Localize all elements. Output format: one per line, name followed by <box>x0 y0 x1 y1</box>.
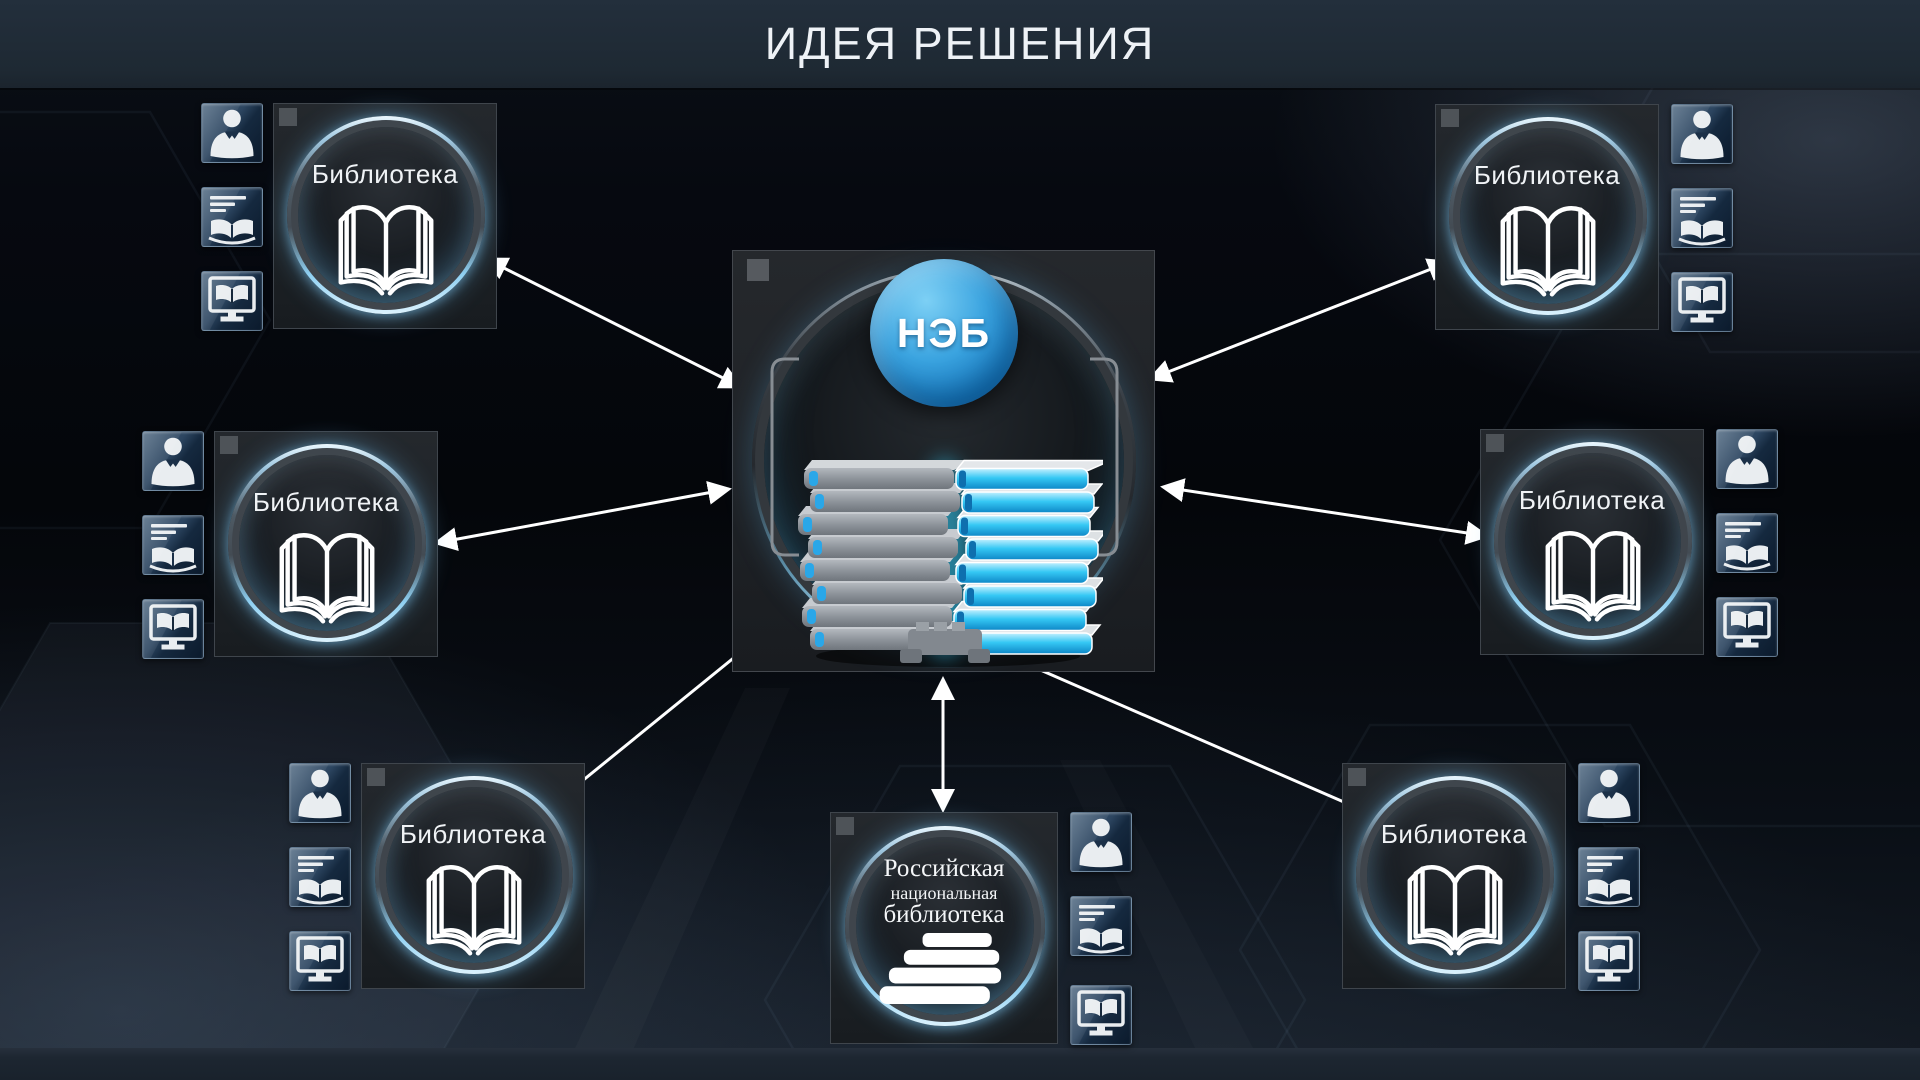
library-ring <box>1494 442 1692 640</box>
neb-sphere-label: НЭБ <box>896 309 992 356</box>
national-library-panel: Российская национальная библиотека <box>830 812 1058 1044</box>
librarian-person-icon <box>1671 104 1733 164</box>
open-book-icon <box>327 190 445 310</box>
corner-chip <box>367 768 385 786</box>
icon-column <box>1070 812 1132 1045</box>
catalog-records-icon <box>1671 188 1733 248</box>
catalog-records-icon <box>142 515 204 575</box>
librarian-person-icon <box>289 763 351 823</box>
library-label: Библиотека <box>1473 160 1621 190</box>
title-bar: ИДЕЯ РЕШЕНИЯ <box>0 0 1920 88</box>
corner-chip <box>1441 109 1459 127</box>
catalog-records-icon <box>1070 896 1132 956</box>
national-library-label-line2: национальная <box>890 883 998 903</box>
corner-chip <box>1486 434 1504 452</box>
librarian-person-icon <box>201 103 263 163</box>
corner-chip <box>836 817 854 835</box>
library-node-bottom-left: Библиотека <box>289 763 585 991</box>
national-library-label-line3: библиотека <box>883 901 1005 928</box>
catalog-records-icon <box>289 847 351 907</box>
library-panel: Библиотека <box>1435 104 1659 330</box>
librarian-person-icon <box>1716 429 1778 489</box>
open-book-icon <box>1489 191 1607 311</box>
librarian-person-icon <box>1070 812 1132 872</box>
library-label: Библиотека <box>399 819 547 849</box>
library-label: Библиотека <box>311 159 459 189</box>
library-label: Библиотека <box>1380 819 1528 849</box>
books-stack-illustration <box>788 433 1103 668</box>
library-node-bottom-right: Библиотека <box>1342 763 1640 991</box>
open-book-icon <box>1396 850 1514 970</box>
library-panel: Библиотека <box>1342 763 1566 989</box>
ereader-monitor-icon <box>1671 272 1733 332</box>
library-ring <box>375 776 573 974</box>
page-title: ИДЕЯ РЕШЕНИЯ <box>764 18 1156 69</box>
book-stack-icon <box>877 933 1013 1019</box>
catalog-records-icon <box>201 187 263 247</box>
catalog-records-icon <box>1578 847 1640 907</box>
neb-hub-node: НЭБ <box>732 250 1155 672</box>
icon-column <box>289 763 351 991</box>
icon-column <box>1716 429 1778 657</box>
library-panel: Библиотека <box>361 763 585 989</box>
icon-column <box>1671 104 1733 332</box>
icon-column <box>201 103 263 331</box>
icon-column <box>142 431 204 659</box>
ereader-monitor-icon <box>1070 985 1132 1045</box>
library-panel: Библиотека <box>214 431 438 657</box>
bottom-bar <box>0 1048 1920 1080</box>
open-book-icon <box>268 518 386 638</box>
open-book-icon <box>1534 516 1652 636</box>
corner-chip <box>747 259 769 281</box>
library-label: Библиотека <box>1518 485 1666 515</box>
ereader-monitor-icon <box>289 931 351 991</box>
ereader-monitor-icon <box>1716 597 1778 657</box>
icon-column <box>1578 763 1640 991</box>
ereader-monitor-icon <box>201 271 263 331</box>
national-library-label-line1: Российская <box>883 855 1005 882</box>
ereader-monitor-icon <box>142 599 204 659</box>
catalog-records-icon <box>1716 513 1778 573</box>
library-panel: Библиотека <box>1480 429 1704 655</box>
librarian-person-icon <box>142 431 204 491</box>
ring-brackets <box>770 357 1119 557</box>
ereader-monitor-icon <box>1578 931 1640 991</box>
corner-chip <box>279 108 297 126</box>
library-node-top-right: Библиотека <box>1435 104 1733 332</box>
librarian-person-icon <box>1578 763 1640 823</box>
corner-chip <box>220 436 238 454</box>
library-panel: Библиотека <box>273 103 497 329</box>
library-node-middle-right: Библиотека <box>1480 429 1778 657</box>
library-label: Библиотека <box>252 487 400 517</box>
national-library-node: Российская национальная библиотека <box>830 812 1132 1045</box>
corner-chip <box>1348 768 1366 786</box>
open-book-icon <box>415 850 533 970</box>
library-node-middle-left: Библиотека <box>142 431 438 659</box>
library-node-top-left: Библиотека <box>201 103 497 331</box>
neb-sphere: НЭБ <box>870 259 1018 407</box>
